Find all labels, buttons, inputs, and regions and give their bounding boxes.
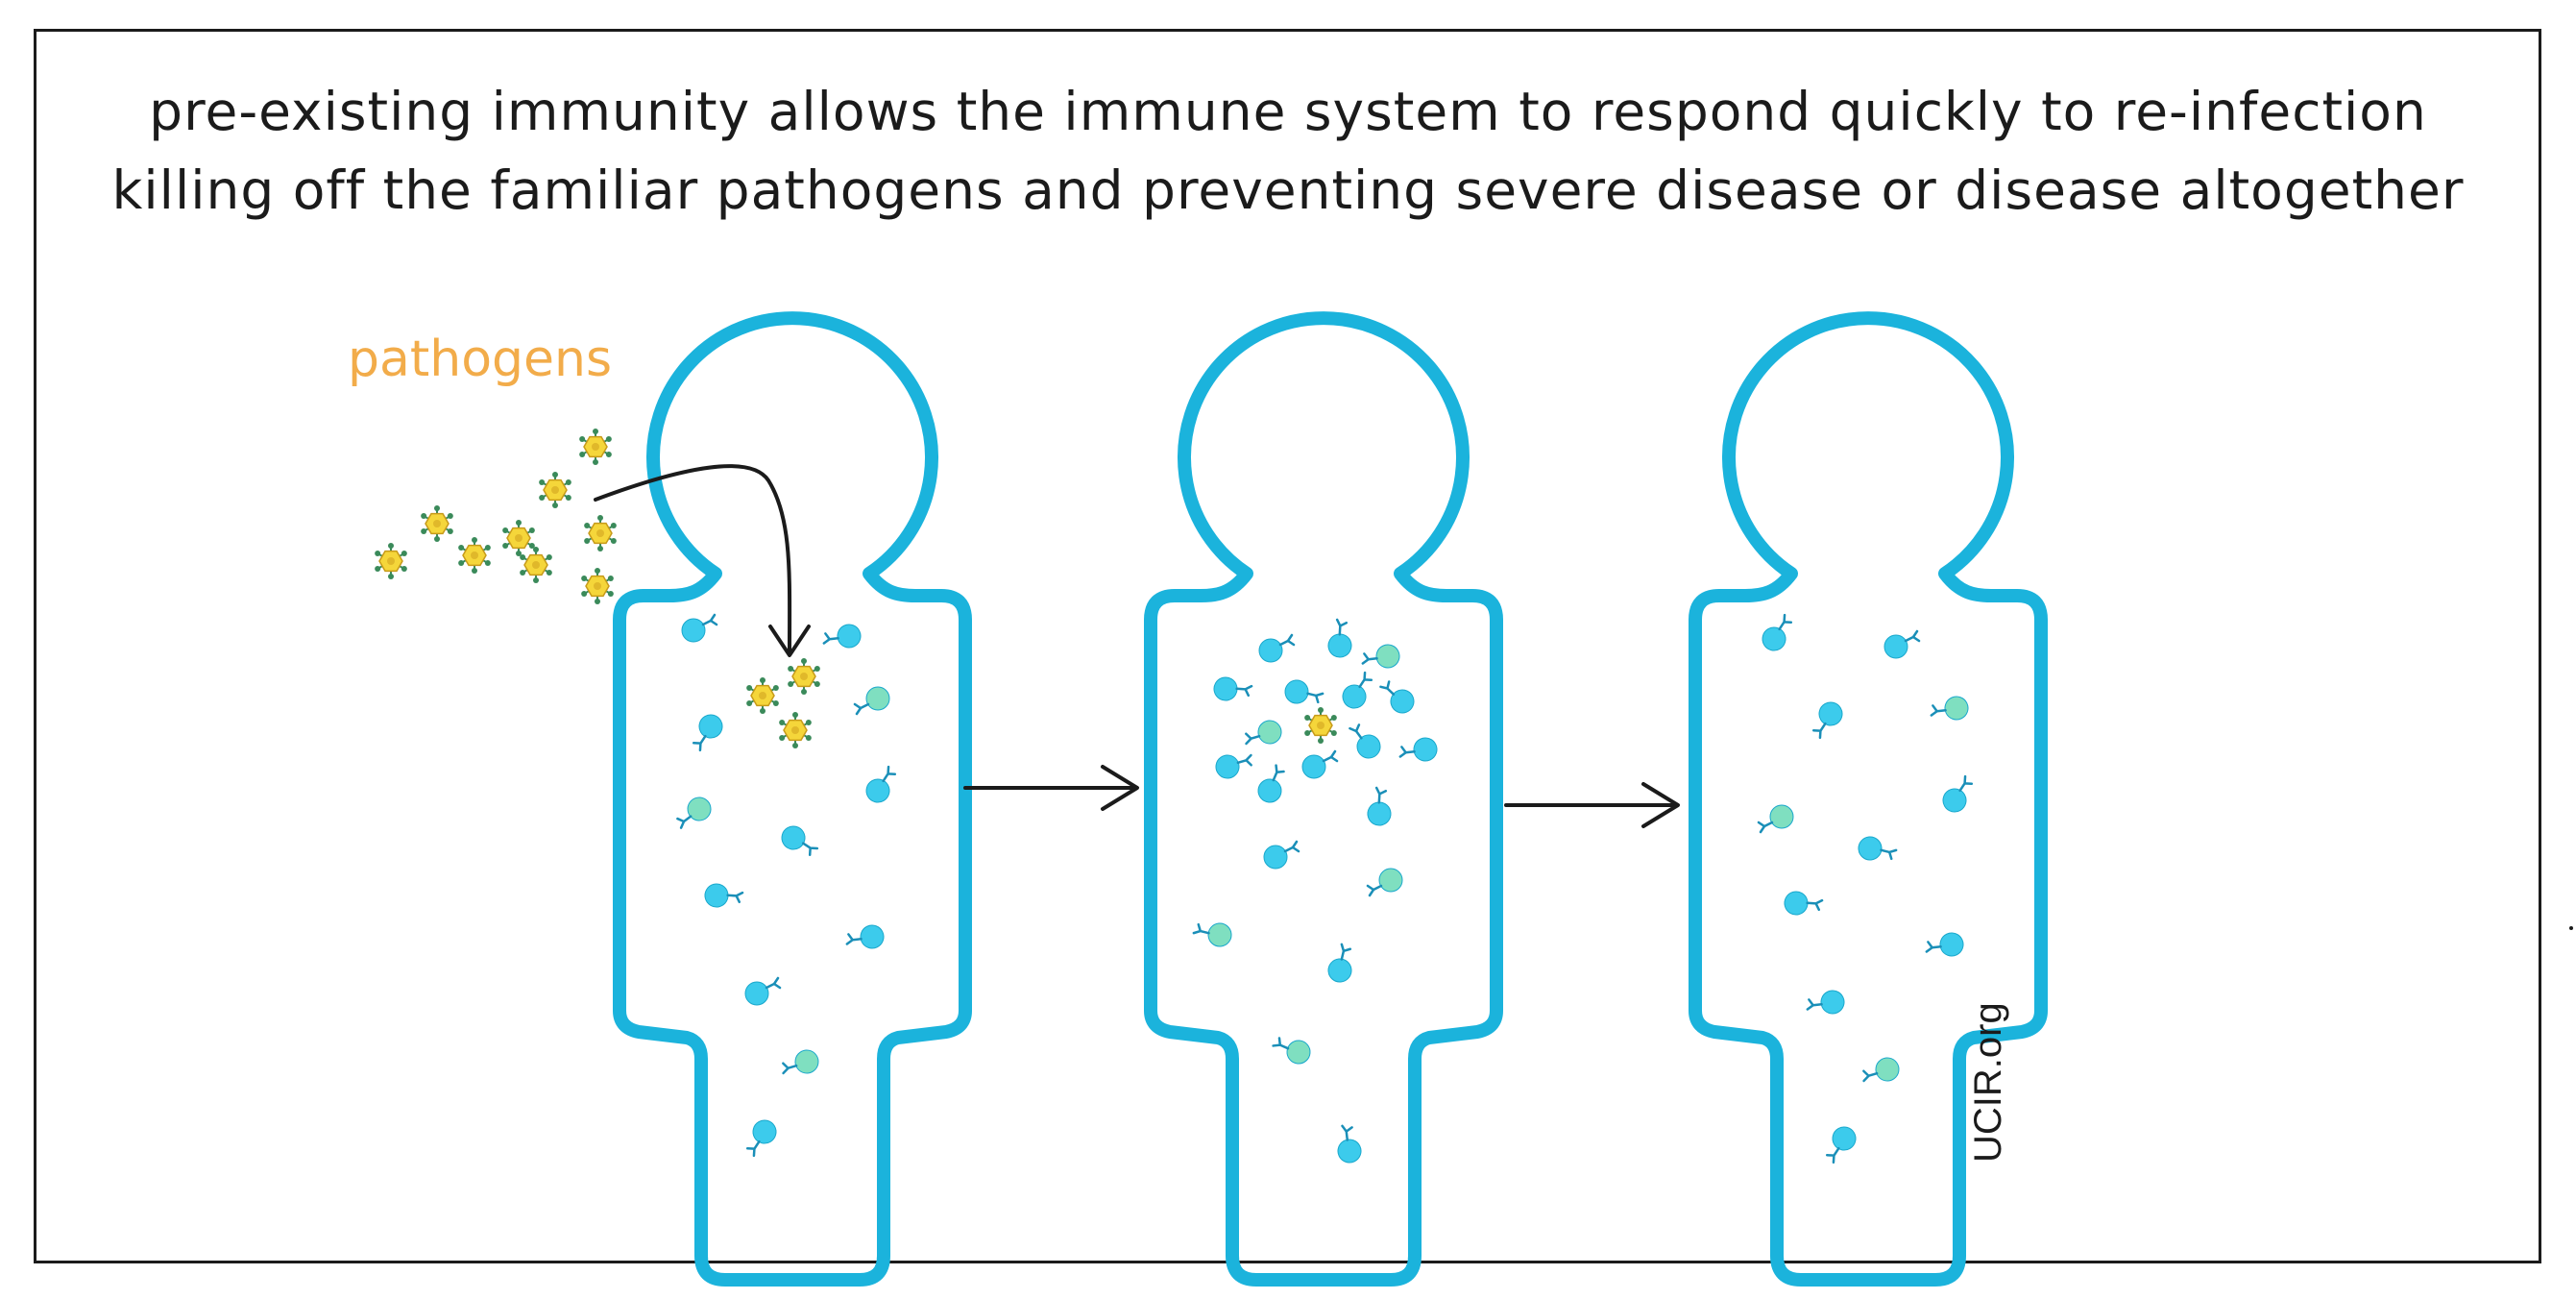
immune-cell-icon bbox=[1818, 1123, 1861, 1164]
right-arrow-icon bbox=[965, 767, 1137, 809]
body-outline-1 bbox=[620, 318, 965, 1280]
immune-cell-icon bbox=[682, 615, 717, 642]
immune-cell-icon bbox=[1930, 690, 1971, 727]
immune-cell-icon bbox=[822, 618, 863, 655]
immune-cell-icon bbox=[1272, 1027, 1315, 1071]
immune-cell-icon bbox=[1805, 699, 1848, 739]
immune-cell-icon bbox=[1781, 884, 1824, 924]
virus-icon bbox=[502, 520, 535, 556]
immune-cell-icon bbox=[1337, 672, 1380, 712]
immune-cell-icon bbox=[1210, 670, 1253, 710]
virus-icon bbox=[779, 712, 812, 748]
virus-icon bbox=[1304, 707, 1337, 744]
immune-cell-icon bbox=[1214, 749, 1252, 782]
immune-cell-icon bbox=[674, 796, 713, 828]
immune-cell-icon bbox=[1331, 1124, 1369, 1165]
immune-cell-icon bbox=[1380, 675, 1418, 717]
virus-icon bbox=[458, 537, 491, 574]
immune-cell-icon bbox=[855, 687, 889, 714]
virus-icon bbox=[421, 505, 453, 542]
immune-cell-icon bbox=[1264, 842, 1299, 869]
immune-cell-icon bbox=[1321, 618, 1361, 661]
immune-cell-icon bbox=[778, 821, 818, 864]
virus-icon bbox=[788, 658, 820, 695]
watermark: UCIR.org bbox=[1959, 1018, 2017, 1163]
immune-cell-icon bbox=[1757, 614, 1800, 654]
virus-icon bbox=[539, 472, 571, 508]
immune-cell-icon bbox=[782, 1046, 820, 1079]
immune-cell-icon bbox=[1349, 722, 1382, 760]
right-arrow-icon bbox=[1506, 784, 1678, 826]
immune-cell-icon bbox=[739, 1116, 782, 1157]
immune-cell-icon bbox=[1759, 805, 1793, 832]
virus-icon bbox=[579, 429, 612, 465]
immune-cell-icon bbox=[1321, 943, 1364, 987]
immune-cell-icon bbox=[1806, 984, 1847, 1021]
body-outline-2 bbox=[1151, 318, 1496, 1280]
immune-cell-icon bbox=[861, 766, 904, 806]
virus-icon bbox=[375, 543, 407, 579]
immune-cell-icon bbox=[745, 978, 780, 1005]
immune-cell-icon bbox=[1192, 911, 1236, 954]
stray-dot bbox=[2569, 926, 2573, 930]
immune-cell-icon bbox=[1862, 1054, 1901, 1087]
virus-icon bbox=[746, 677, 779, 714]
immune-cell-icon bbox=[1937, 775, 1981, 816]
immune-cell-icon bbox=[1361, 638, 1402, 675]
immune-cell-icon bbox=[1398, 731, 1440, 769]
immune-cell-icon bbox=[845, 919, 887, 956]
immune-cell-icon bbox=[701, 876, 744, 917]
immune-cell-icon bbox=[1252, 764, 1296, 807]
immune-cell-icon bbox=[1259, 635, 1294, 662]
immune-cell-icon bbox=[1302, 751, 1337, 778]
virus-icon bbox=[581, 568, 614, 604]
immune-cell-icon bbox=[1368, 869, 1402, 895]
immune-cell-icon bbox=[1360, 786, 1400, 829]
virus-icon bbox=[584, 515, 617, 551]
immune-cell-icon bbox=[1854, 829, 1898, 872]
immune-cell-icon bbox=[1884, 631, 1919, 658]
immune-cell-icon bbox=[1245, 717, 1283, 749]
immune-cell-icon bbox=[1280, 673, 1324, 716]
immune-cell-icon bbox=[1925, 926, 1966, 964]
virus-icon bbox=[520, 547, 552, 583]
immune-cell-icon bbox=[685, 711, 728, 751]
